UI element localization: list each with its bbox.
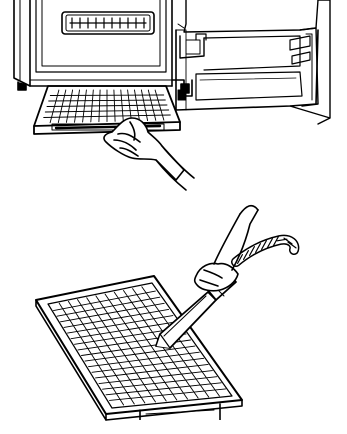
grid-line <box>103 377 217 390</box>
panel-vacuum-filter <box>36 206 296 430</box>
appliance-cabinet <box>14 0 192 96</box>
grid-line <box>99 371 212 384</box>
filter-grid-icon <box>44 90 171 123</box>
grid-line <box>96 364 209 378</box>
grid-line <box>50 95 163 96</box>
panel-remove-filter <box>14 0 330 190</box>
grid-line <box>49 100 166 101</box>
control-panel <box>62 12 154 34</box>
vacuum-hose-icon <box>156 237 296 348</box>
filter-tray-pulled <box>34 86 180 134</box>
grid-line <box>106 383 221 395</box>
appliance-door <box>176 0 330 124</box>
